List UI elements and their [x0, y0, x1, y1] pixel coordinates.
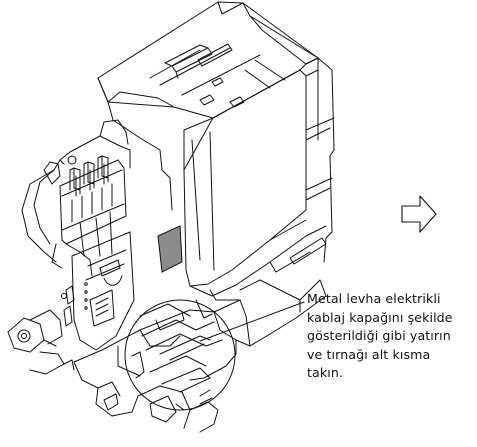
callout-line-5: takın. — [307, 365, 344, 380]
instruction-callout: Metal levha elektrikli kablaj kapağını ş… — [307, 290, 477, 383]
callout-line-1: Metal levha elektrikli — [307, 291, 441, 306]
bottom-base — [73, 289, 251, 433]
terminal-block — [59, 155, 127, 277]
metal-plate-tab — [157, 225, 183, 273]
left-bracket — [21, 119, 131, 269]
pcb-board — [61, 231, 135, 351]
right-side-rails — [235, 57, 335, 347]
callout-leader-line — [199, 301, 305, 342]
bottom-left-feet — [7, 309, 75, 375]
electrical-box-body — [97, 1, 319, 297]
outline-right-arrow-icon — [401, 195, 437, 233]
callout-line-3: gösterildiği gibi yatırın — [307, 328, 451, 343]
callout-line-4: ve tırnağı alt kısma — [307, 346, 431, 362]
callout-line-2: kablaj kapağını şekilde — [307, 309, 453, 325]
detail-magnifier — [124, 299, 236, 411]
